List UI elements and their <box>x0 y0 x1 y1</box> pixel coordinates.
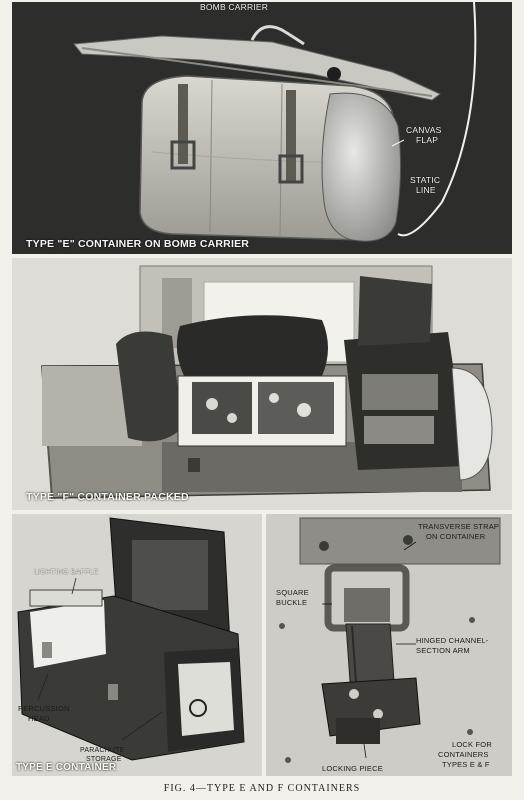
label-canvas-flap-line2: FLAP <box>416 135 439 145</box>
label-lock-for-line2: CONTAINERS <box>438 750 489 759</box>
label-parachute-storage-line1: PARACHUTE <box>80 747 125 754</box>
label-lock-for-line1: LOCK FOR <box>452 740 492 749</box>
label-hinged-arm-line2: SECTION ARM <box>416 646 470 655</box>
label-locking-piece: LOCKING PIECE <box>322 764 383 773</box>
type-f-container-photo <box>12 258 512 510</box>
caption-type-f-packed: TYPE "F" CONTAINER PACKED <box>26 491 189 503</box>
label-lock-for-line3: TYPES E & F <box>442 760 490 769</box>
panel-type-e-on-bomb-carrier: BOMB CARRIER CANVAS FLAP STATIC LINE TYP… <box>12 2 512 254</box>
panel-lock-detail: TRANSVERSE STRAP ON CONTAINER SQUARE BUC… <box>266 514 512 776</box>
label-static-line-line2: LINE <box>416 185 436 195</box>
panel-type-e-container: LIGHTING BAFFLE PERCUSSION HEAD PARACHUT… <box>12 514 262 776</box>
caption-type-e-container: TYPE E CONTAINER <box>16 762 117 773</box>
label-parachute-storage-line2: STORAGE <box>86 756 122 763</box>
panel-type-f-packed: TYPE "F" CONTAINER PACKED <box>12 258 512 510</box>
label-transverse-strap-line1: TRANSVERSE STRAP <box>418 522 500 531</box>
label-transverse-strap-line2: ON CONTAINER <box>426 532 486 541</box>
figure-caption: FIG. 4—TYPE E AND F CONTAINERS <box>163 783 361 794</box>
caption-type-e-on-bomb-carrier: TYPE "E" CONTAINER ON BOMB CARRIER <box>26 238 250 250</box>
label-bomb-carrier: BOMB CARRIER <box>200 2 269 12</box>
label-square-buckle-line2: BUCKLE <box>276 598 308 607</box>
label-static-line-line1: STATIC <box>410 175 441 185</box>
label-square-buckle-line1: SQUARE <box>276 588 309 597</box>
label-percussion-head-line1: PERCUSSION <box>18 704 70 713</box>
type-e-open-container-photo <box>12 514 262 776</box>
type-e-container-photo <box>12 2 512 254</box>
label-lighting-baffle: LIGHTING BAFFLE <box>34 569 99 576</box>
label-canvas-flap-line1: CANVAS <box>406 125 442 135</box>
label-hinged-arm-line1: HINGED CHANNEL- <box>416 636 489 645</box>
label-percussion-head-line2: HEAD <box>28 714 50 723</box>
container-lock-photo <box>266 514 512 776</box>
